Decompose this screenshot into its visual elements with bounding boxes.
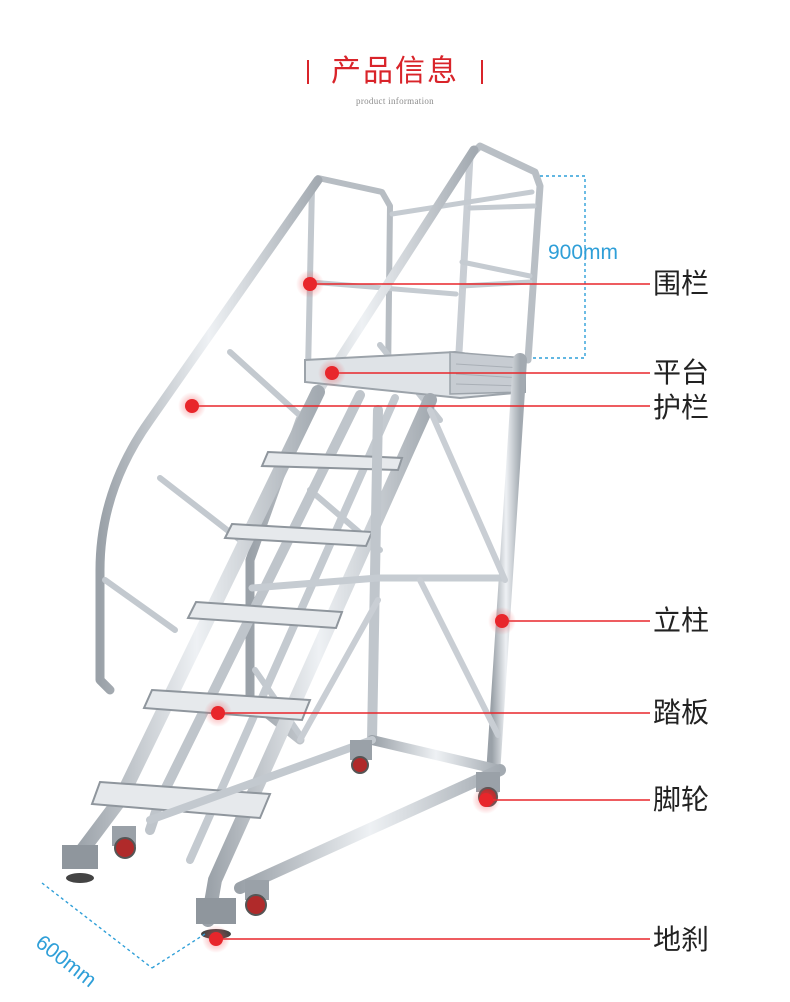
callout-lines: [192, 283, 650, 940]
title-right-bar: [481, 60, 483, 84]
caster-marker: [472, 786, 500, 814]
guardrail-marker: [178, 392, 206, 420]
platform-deck: [304, 350, 526, 400]
brake-marker: [202, 925, 230, 953]
label-guardrail: 护栏: [653, 391, 710, 424]
label-platform: 平台: [653, 356, 710, 389]
label-fence: 围栏: [653, 267, 710, 300]
callout-markers: [178, 270, 516, 953]
platform-marker: [318, 359, 346, 387]
title-left-bar: [307, 60, 309, 84]
label-column: 立柱: [653, 604, 710, 637]
column-marker: [488, 607, 516, 635]
fence-marker: [296, 270, 324, 298]
page-subtitle: product information: [356, 96, 434, 106]
label-brake: 地刹: [653, 923, 710, 956]
dimension-guides: [41, 175, 586, 969]
height-dimension-label: 900mm: [548, 241, 619, 264]
label-tread: 踏板: [653, 696, 710, 729]
page-header: 产品信息 product information: [0, 52, 790, 106]
page-title: 产品信息: [331, 54, 459, 89]
label-caster: 脚轮: [653, 783, 710, 816]
rear-frame: [146, 353, 527, 894]
tread-marker: [204, 699, 232, 727]
title-row: 产品信息: [307, 52, 483, 92]
